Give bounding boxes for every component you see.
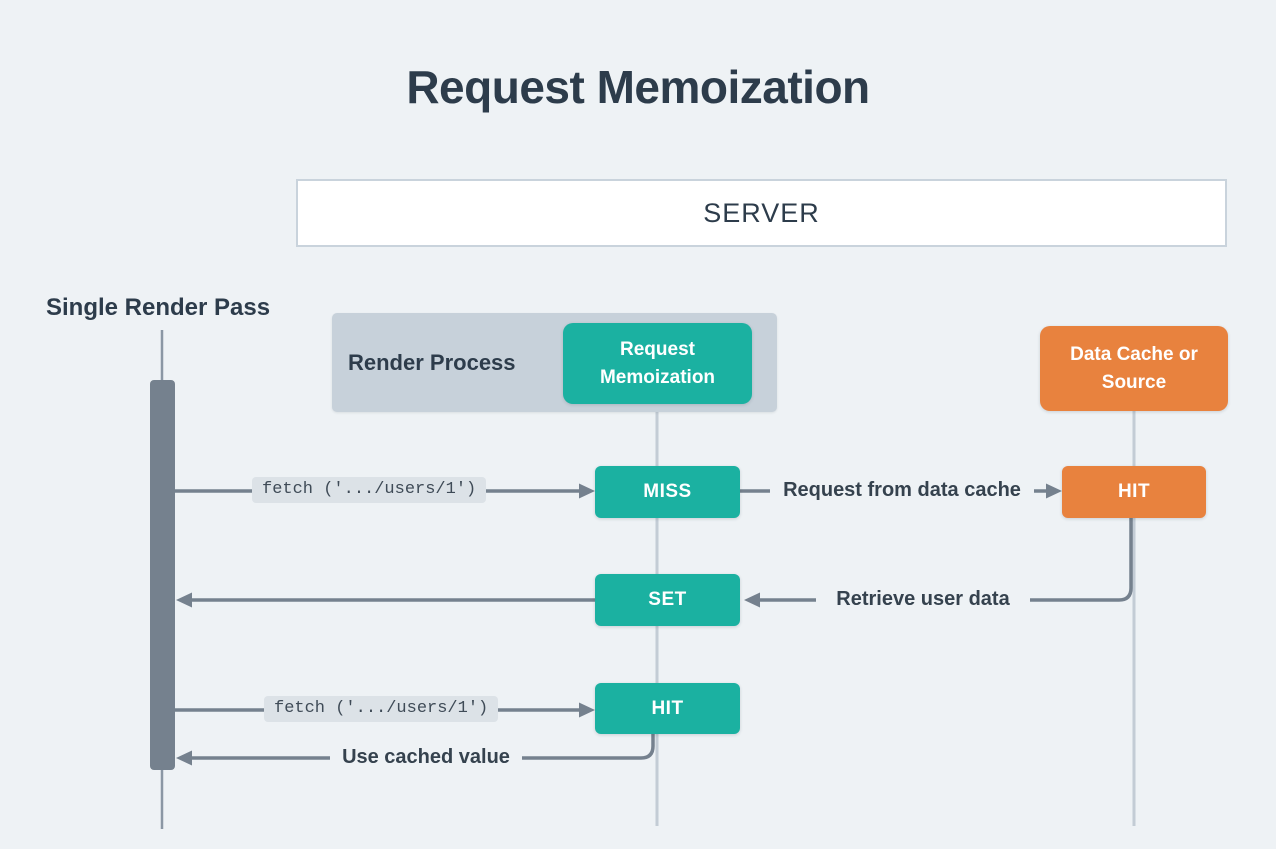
retrieve-user-data-label: Retrieve user data: [816, 586, 1030, 613]
arrowhead-to-miss: [579, 483, 595, 499]
arrowhead-to-set: [744, 592, 760, 608]
render-pass-activation-bar: [150, 380, 175, 770]
use-cached-value-label: Use cached value: [330, 744, 522, 771]
set-node: SET: [595, 574, 740, 626]
request-memoization-box: Request Memoization: [563, 323, 752, 404]
render-process-label: Render Process: [348, 349, 516, 375]
use-cached-value-elbow: [188, 731, 655, 760]
arrowhead-set-to-bar: [176, 592, 192, 608]
server-box: SERVER: [296, 179, 1227, 247]
diagram-title: Request Memoization: [406, 61, 870, 113]
fetch-call-label-second: fetch ('.../users/1'): [264, 696, 499, 722]
data-cache-hit-node: HIT: [1062, 466, 1206, 518]
retrieve-user-data-elbow: [756, 516, 1133, 602]
fetch-call-label-first: fetch ('.../users/1'): [252, 477, 487, 503]
memoization-hit-node: HIT: [595, 683, 740, 734]
server-label: SERVER: [703, 197, 820, 228]
arrowhead-to-data-cache-hit: [1046, 483, 1062, 499]
arrowhead-to-memo-hit: [579, 702, 595, 718]
single-render-pass-label: Single Render Pass: [46, 294, 271, 321]
data-cache-or-source-box: Data Cache or Source: [1040, 326, 1228, 411]
arrowhead-hit-to-bar: [176, 750, 192, 766]
miss-node: MISS: [595, 466, 740, 518]
request-from-data-cache-label: Request from data cache: [770, 477, 1034, 504]
